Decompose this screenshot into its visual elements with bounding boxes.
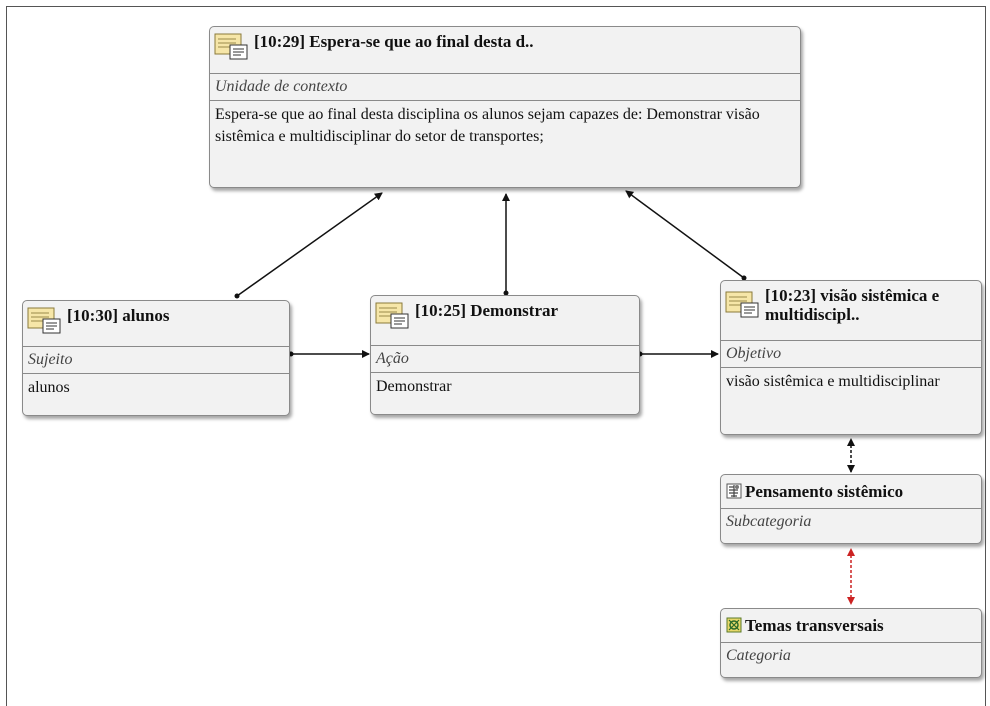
node-header: Temas transversais xyxy=(721,609,981,643)
quotation-document-icon xyxy=(214,33,248,60)
network-family-icon xyxy=(726,617,742,633)
code-family-icon xyxy=(726,483,742,499)
node-context-unit[interactable]: [10:29] Espera-se que ao final desta d..… xyxy=(209,26,801,188)
node-content: Espera-se que ao final desta disciplina … xyxy=(215,106,760,145)
node-title: [10:25] Demonstrar xyxy=(415,301,559,320)
node-type: Categoria xyxy=(726,647,791,664)
node-title: [10:23] visão sistêmica e multidiscipl.. xyxy=(765,286,940,324)
link-objetivo-to-context xyxy=(625,190,745,279)
node-subcategory[interactable]: Pensamento sistêmico Subcategoria xyxy=(720,474,982,544)
node-content: visão sistêmica e multidisciplinar xyxy=(726,373,940,390)
node-header: [10:29] Espera-se que ao final desta d.. xyxy=(210,27,800,74)
node-title: [10:29] Espera-se que ao final desta d.. xyxy=(254,32,534,51)
node-title: Pensamento sistêmico xyxy=(745,482,904,501)
node-header: [10:30] alunos xyxy=(23,301,289,347)
node-content: alunos xyxy=(28,379,70,396)
quotation-document-icon xyxy=(375,302,409,329)
diagram-canvas xyxy=(6,6,986,706)
node-type: Ação xyxy=(371,346,639,373)
node-type: Subcategoria xyxy=(726,513,812,530)
node-objective[interactable]: [10:23] visão sistêmica e multidiscipl..… xyxy=(720,280,982,435)
node-type: Objetivo xyxy=(721,341,981,368)
node-action[interactable]: [10:25] Demonstrar Ação Demonstrar xyxy=(370,295,640,415)
node-title: [10:30] alunos xyxy=(67,306,170,325)
node-content: Demonstrar xyxy=(376,378,452,395)
node-header: [10:23] visão sistêmica e multidiscipl.. xyxy=(721,281,981,341)
link-alunos-to-context xyxy=(236,192,383,297)
node-category[interactable]: Temas transversais Categoria xyxy=(720,608,982,678)
node-title: Temas transversais xyxy=(745,616,884,635)
quotation-document-icon xyxy=(27,307,61,334)
node-type: Unidade de contexto xyxy=(210,74,800,101)
node-header: [10:25] Demonstrar xyxy=(371,296,639,346)
node-type: Sujeito xyxy=(23,347,289,374)
quotation-document-icon xyxy=(725,291,759,318)
node-header: Pensamento sistêmico xyxy=(721,475,981,509)
node-subject[interactable]: [10:30] alunos Sujeito alunos xyxy=(22,300,290,416)
